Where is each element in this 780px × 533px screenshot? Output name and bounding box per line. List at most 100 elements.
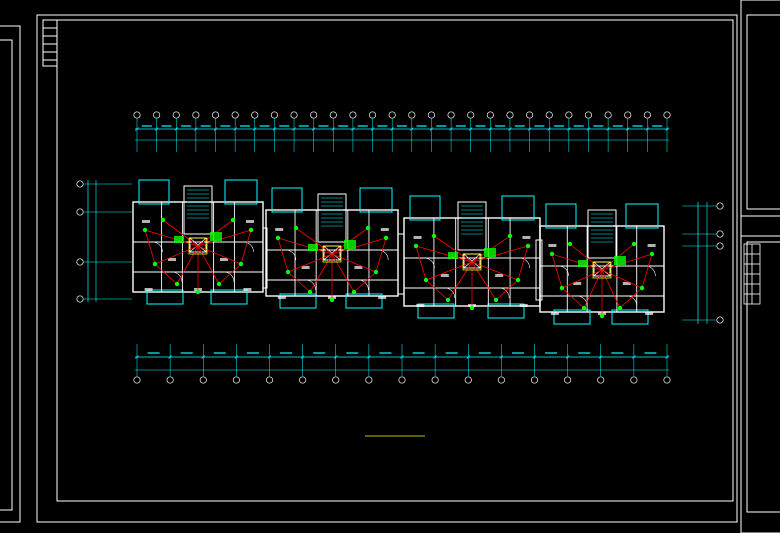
bay-window [138, 179, 170, 205]
outlet-device [329, 297, 335, 303]
dimension-tick [292, 127, 296, 131]
axis-bubble [663, 111, 671, 119]
axis-bubble [526, 111, 534, 119]
dimension-text-mark [475, 125, 486, 127]
dimension-text-mark [298, 125, 309, 127]
room-tag [522, 236, 531, 239]
dimension-text-mark [313, 352, 326, 354]
room-tag [416, 304, 425, 307]
dimension-text-mark [346, 352, 359, 354]
axis-bubble [408, 111, 416, 119]
panel-label [578, 260, 588, 267]
outlet-device [639, 285, 645, 291]
axis-bubble [211, 111, 220, 119]
wire-run [295, 227, 333, 255]
axis-bubble [716, 230, 724, 238]
dimension-tick [599, 355, 603, 359]
dimension-tick [532, 355, 537, 359]
axis-bubble [431, 376, 439, 384]
dimension-tick [272, 127, 277, 131]
outlet-device [515, 277, 521, 283]
dimension-text-mark [180, 352, 193, 354]
distribution-panel [188, 237, 208, 255]
outlet-device [581, 305, 587, 311]
dimension-tick [154, 127, 159, 131]
dimension-tick [645, 127, 650, 131]
dimension-tick [201, 355, 205, 359]
axis-bubble [398, 376, 406, 384]
dimension-text-mark [181, 125, 192, 127]
dimension-text-mark [377, 125, 388, 127]
panel-label [484, 248, 496, 257]
outlet-device [307, 289, 313, 295]
wire-run [154, 245, 199, 265]
axis-bubble [388, 111, 396, 119]
door-swing [243, 241, 254, 253]
wire-run [176, 245, 199, 285]
dimension-tick [527, 127, 532, 131]
dimension-text-mark [279, 125, 290, 127]
axis-bubble [497, 376, 505, 384]
bay-window [271, 187, 303, 213]
dimension-tick [311, 127, 316, 131]
dimension-text-mark [412, 352, 425, 354]
outlet-device [445, 297, 451, 303]
door-swing [358, 279, 369, 291]
distribution-panel [462, 253, 482, 271]
dimension-text-mark [147, 352, 160, 354]
distribution-panel [592, 261, 612, 279]
dimension-tick [565, 355, 570, 359]
bay-window [409, 195, 441, 221]
axis-bubble [369, 111, 377, 119]
wire-run [551, 253, 603, 271]
dimension-text-mark [416, 125, 427, 127]
outlet-device [559, 285, 565, 291]
outlet-device [275, 235, 281, 241]
wire-run [601, 253, 653, 271]
dimension-tick [370, 127, 375, 131]
outlet-device [431, 233, 437, 239]
dimension-tick [234, 355, 239, 359]
dimension-text-mark [511, 352, 524, 354]
dimension-tick [468, 127, 473, 131]
axis-bubble [76, 258, 84, 266]
dimension-tick [174, 127, 179, 131]
axis-bubble [624, 111, 632, 119]
axis-bubble [76, 180, 84, 188]
dimension-text-mark [554, 125, 565, 127]
dimension-text-mark [357, 125, 368, 127]
wiring-layer [142, 217, 655, 319]
dimension-tick [400, 355, 404, 359]
outlet-device [142, 227, 148, 233]
door-swing [577, 295, 588, 307]
axis-bubble [310, 111, 318, 119]
bay-window [625, 203, 659, 229]
axis-bubble [166, 376, 174, 384]
room-tag [647, 244, 656, 247]
outlet-device [617, 305, 623, 311]
room-tag [277, 296, 286, 299]
axis-bubble [76, 208, 84, 216]
dimension-text-mark [573, 125, 584, 127]
axis-grid [76, 111, 724, 384]
dimension-text-mark [545, 352, 558, 354]
door-swing [378, 249, 389, 261]
dimension-tick [334, 355, 338, 359]
door-swing [424, 257, 435, 269]
dimension-tick [625, 127, 630, 131]
dimension-tick [267, 355, 272, 359]
dimension-tick [410, 127, 414, 131]
wire-run [601, 269, 643, 289]
door-swing [305, 279, 316, 291]
room-tag [142, 220, 150, 223]
wire-run [583, 269, 603, 309]
dimension-tick [433, 355, 437, 359]
room-tag [380, 228, 389, 231]
bay-window [501, 195, 535, 221]
outlet-device [160, 217, 166, 223]
stair-core [457, 201, 487, 251]
dimension-text-mark [534, 125, 545, 127]
panel-label [308, 244, 318, 251]
